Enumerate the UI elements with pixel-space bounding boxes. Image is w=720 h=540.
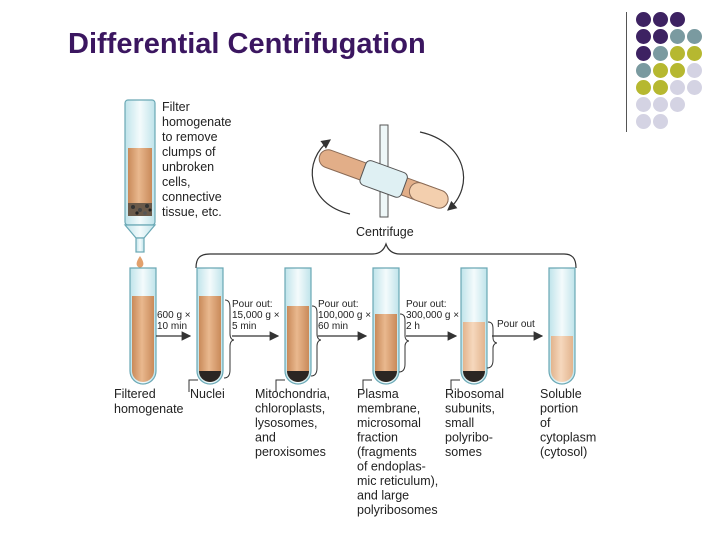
svg-text:5 min: 5 min — [232, 321, 256, 332]
svg-text:homogenate: homogenate — [162, 115, 232, 129]
decor-dot — [636, 63, 651, 78]
svg-text:Filtered: Filtered — [114, 387, 156, 401]
svg-text:Filter: Filter — [162, 100, 190, 114]
decor-dot — [653, 97, 668, 112]
svg-text:homogenate: homogenate — [114, 402, 184, 416]
decor-dot — [636, 97, 651, 112]
fraction-label-line: somes — [445, 445, 482, 459]
fraction-label-line: Soluble — [540, 387, 582, 401]
fraction-label-line: fraction — [357, 431, 398, 445]
svg-text:tissue, etc.: tissue, etc. — [162, 205, 222, 219]
tube-row — [129, 267, 576, 385]
svg-text:clumps of: clumps of — [162, 145, 216, 159]
decor-dot — [636, 80, 651, 95]
decor-dot — [636, 46, 651, 61]
fraction-label-line: polyribosomes — [357, 503, 438, 517]
decor-dot — [653, 114, 668, 129]
step-labels: 600 g × 10 min Pour out: 15,000 g × 5 mi… — [157, 299, 535, 332]
centrifuge-tube — [284, 267, 312, 385]
svg-text:Pour out: Pour out — [497, 319, 535, 330]
fraction-label-line: and large — [357, 489, 409, 503]
decor-dot — [670, 63, 685, 78]
decor-dot — [636, 29, 651, 44]
svg-text:10 min: 10 min — [157, 321, 187, 332]
fraction-label-line: subunits, — [445, 402, 495, 416]
fraction-label-line: peroxisomes — [255, 445, 326, 459]
fraction-label-line: chloroplasts, — [255, 402, 325, 416]
fraction-label-line: cytoplasm — [540, 431, 596, 445]
slide-title: Differential Centrifugation — [68, 28, 426, 60]
svg-text:300,000 g ×: 300,000 g × — [406, 310, 459, 321]
svg-text:60 min: 60 min — [318, 321, 348, 332]
svg-text:Pour out:: Pour out: — [318, 299, 359, 310]
fraction-label-line: small — [445, 416, 474, 430]
fraction-label-line: Plasma — [357, 387, 399, 401]
decor-dot — [636, 12, 651, 27]
decor-dot — [653, 46, 668, 61]
fraction-label-line: of — [540, 416, 551, 430]
decor-dot — [670, 46, 685, 61]
centrifuge-brace — [195, 242, 577, 269]
decor-dot — [636, 114, 651, 129]
decor-dot — [653, 29, 668, 44]
svg-text:100,000 g ×: 100,000 g × — [318, 310, 371, 321]
decor-dot — [687, 80, 702, 95]
fraction-label-line: (cytosol) — [540, 445, 587, 459]
svg-text:connective: connective — [162, 190, 222, 204]
centrifuge-tube — [372, 267, 400, 385]
centrifuge-tube — [196, 267, 224, 385]
fraction-label-line: and — [255, 431, 276, 445]
fraction-label-line: of endoplas- — [357, 460, 426, 474]
fraction-brackets — [188, 379, 460, 392]
svg-text:cells,: cells, — [162, 175, 190, 189]
decor-dot-grid — [636, 12, 720, 132]
decor-dot — [653, 12, 668, 27]
filtered-homogenate-label: Filtered homogenate — [114, 387, 184, 416]
decor-dot — [653, 80, 668, 95]
fraction-labels: Nuclei Mitochondria,chloroplasts,lysosome… — [190, 387, 596, 517]
svg-text:unbroken: unbroken — [162, 160, 214, 174]
decor-dot — [670, 97, 685, 112]
fraction-label-line: portion — [540, 402, 578, 416]
fraction-label-line: Nuclei — [190, 387, 225, 401]
filter-description: Filter homogenate to remove clumps of un… — [162, 100, 232, 219]
centrifuge-tube — [548, 267, 576, 385]
fraction-label-line: microsomal — [357, 416, 421, 430]
decor-dot — [687, 29, 702, 44]
decor-dot — [687, 46, 702, 61]
svg-text:600 g ×: 600 g × — [157, 310, 191, 321]
fraction-label-line: polyribo- — [445, 431, 493, 445]
decor-dot — [687, 63, 702, 78]
fraction-label-line: mic reticulum), — [357, 474, 438, 488]
svg-text:Pour out:: Pour out: — [406, 299, 447, 310]
filter-tube — [123, 99, 157, 268]
svg-text:Pour out:: Pour out: — [232, 299, 273, 310]
centrifuge-tube — [129, 267, 157, 385]
centrifuge-tube — [460, 267, 488, 385]
decor-dot — [653, 63, 668, 78]
centrifuge-illustration: Centrifuge — [311, 124, 465, 239]
fraction-label-line: Ribosomal — [445, 387, 504, 401]
fraction-label-line: Mitochondria, — [255, 387, 330, 401]
centrifuge-label: Centrifuge — [356, 225, 414, 239]
fraction-label-line: (fragments — [357, 445, 417, 459]
decor-dot — [670, 80, 685, 95]
svg-text:2 h: 2 h — [406, 321, 420, 332]
pour-brackets — [223, 299, 498, 379]
decor-divider-line — [626, 12, 627, 132]
decor-dot — [670, 29, 685, 44]
svg-text:to remove: to remove — [162, 130, 218, 144]
fraction-label-line: lysosomes, — [255, 416, 318, 430]
svg-text:15,000 g ×: 15,000 g × — [232, 310, 280, 321]
fraction-label-line: membrane, — [357, 402, 420, 416]
decor-dot — [670, 12, 685, 27]
